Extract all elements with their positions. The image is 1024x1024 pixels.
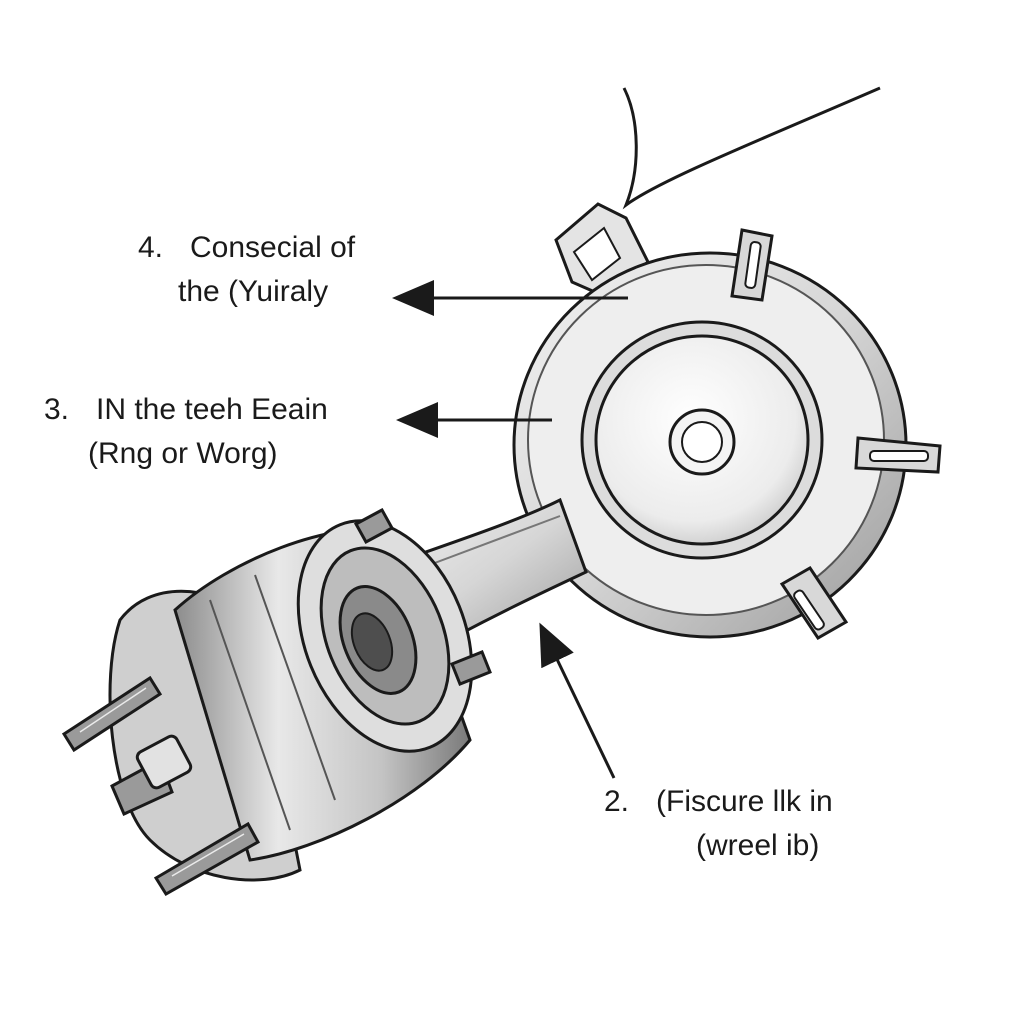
callout-2: 2. (Fiscure llk in (wreel ib) [604,780,833,868]
callout-3: 3. IN the teeh Eeain (Rng or Worg) [44,388,328,476]
callout-line2: (Rng or Worg) [88,437,278,470]
callout-4: 4. Consecial of the (Yuiraly [138,226,355,314]
sensor-wire-icon [622,86,881,210]
callout-number: 4. [138,231,164,264]
callout-number: 2. [604,785,630,818]
wheel-hub-icon [61,507,492,897]
callout-line1: Consecial of [190,231,356,264]
callout-line1: IN the teeh Eeain [96,393,328,426]
callout-number: 3. [44,393,70,426]
callout-line2: (wreel ib) [696,829,820,862]
callout-line1: (Fiscure llk in [656,785,833,818]
arrow-icon [539,622,616,779]
knuckle-icon [377,228,942,652]
callout-line2: the (Yuiraly [178,275,329,308]
